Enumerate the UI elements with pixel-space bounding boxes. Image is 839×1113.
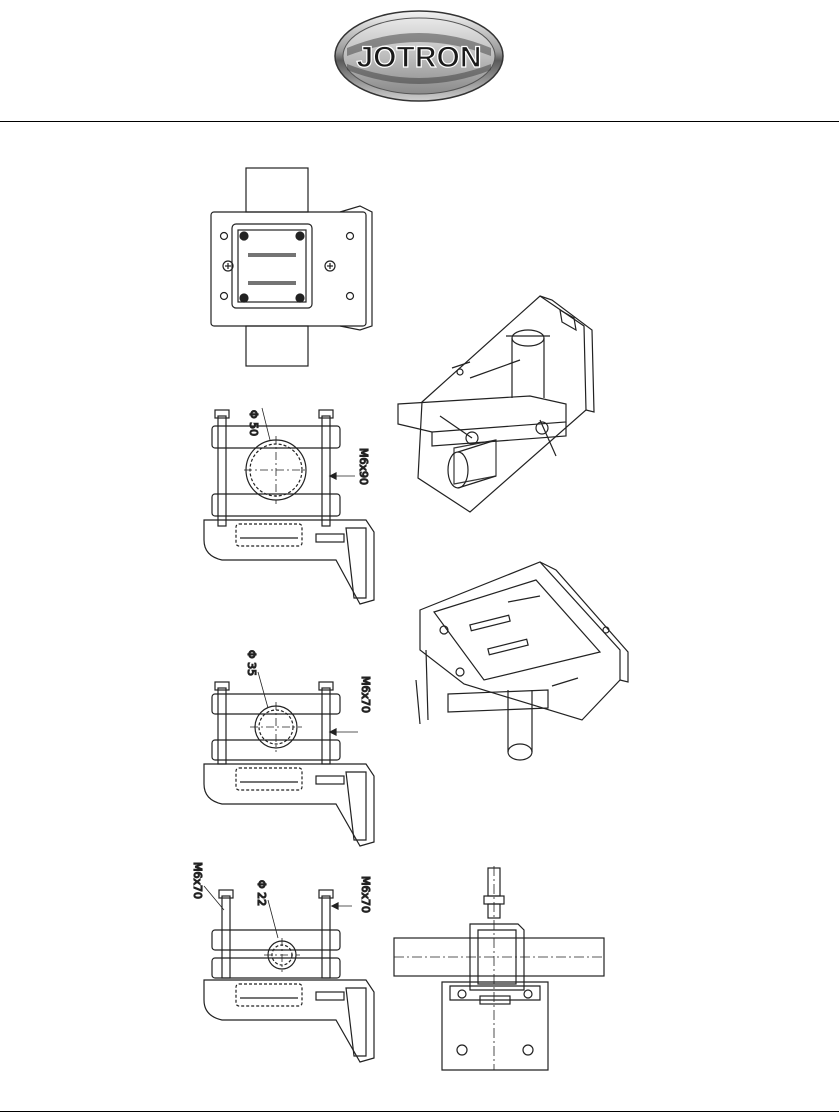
dimension-dia-35: Φ 35 (245, 650, 258, 676)
isometric-view-lower (416, 562, 628, 760)
clamp-view-22 (204, 886, 374, 1062)
dimension-bolt-m6x90: M6x90 (357, 448, 370, 485)
dimension-dia-50: Φ 50 (247, 410, 260, 436)
dimension-bolt-m6x70-left: M6x70 (191, 862, 204, 899)
clamp-view-35 (204, 672, 374, 846)
dimension-bolt-m6x70-right: M6x70 (359, 876, 372, 913)
footer-divider (0, 1111, 839, 1112)
clamp-view-50 (204, 408, 374, 604)
dimension-bolt-m6x70-mid: M6x70 (359, 676, 372, 713)
side-view-horizontal-pipe (394, 866, 604, 1070)
isometric-view-upper (398, 296, 594, 512)
front-plate-view (211, 168, 372, 366)
dimension-dia-22: Φ 22 (255, 880, 268, 906)
